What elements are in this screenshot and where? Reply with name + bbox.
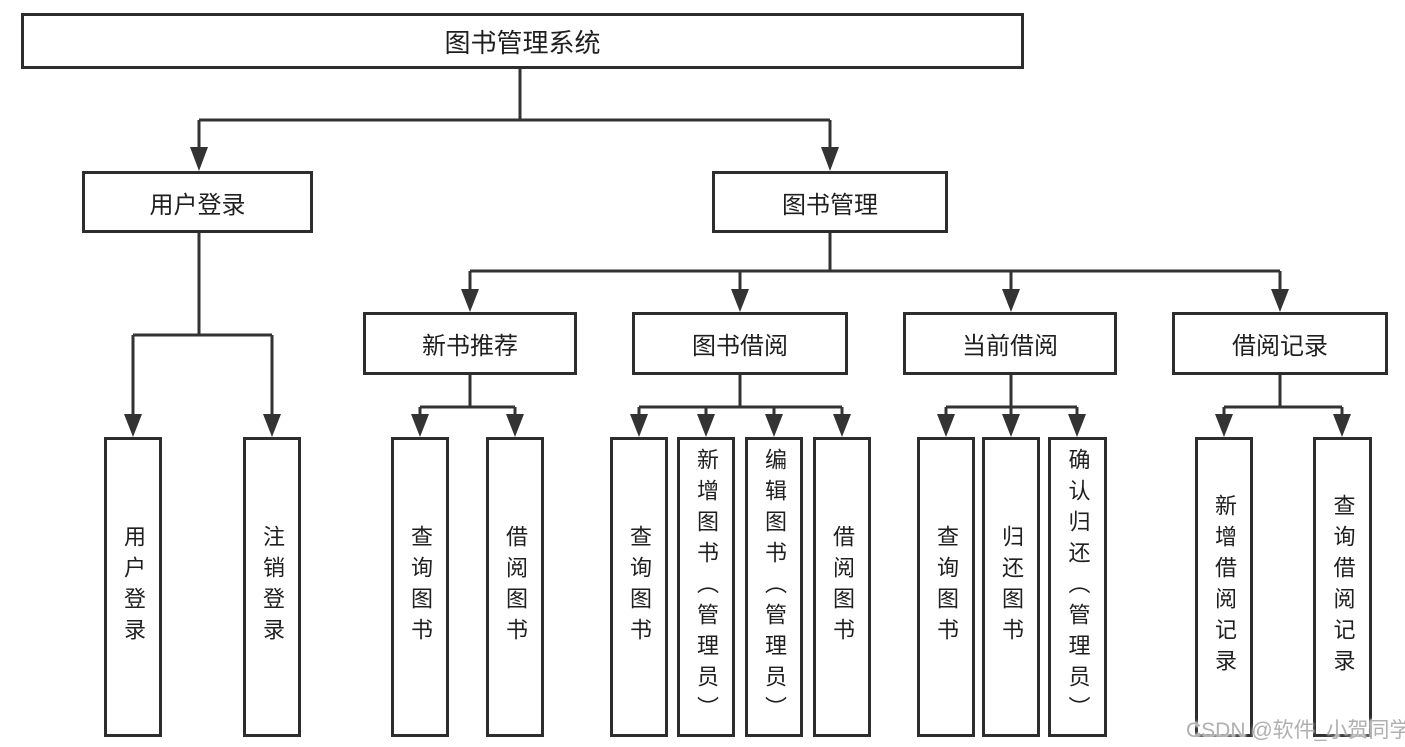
leaf-logout-login-label: 注销登录	[260, 525, 285, 649]
node-book-borrowing-label: 图书借阅	[692, 333, 788, 360]
leaf-query-borrow-record: 查询借阅记录	[1313, 437, 1372, 737]
node-book-borrowing: 图书借阅	[632, 312, 848, 375]
node-book-management-label: 图书管理	[782, 191, 878, 219]
node-new-book-recommendation: 新书推荐	[363, 312, 577, 375]
leaf-query-books-borrowing-label: 查询图书	[627, 525, 652, 649]
leaf-query-books-borrowing: 查询图书	[610, 437, 668, 737]
node-root: 图书管理系统	[21, 13, 1024, 69]
node-new-book-recommendation-label: 新书推荐	[422, 333, 518, 360]
leaf-logout-login: 注销登录	[243, 437, 301, 737]
node-root-label: 图书管理系统	[444, 27, 601, 58]
leaf-borrow-books-recommend-label: 借阅图书	[503, 525, 528, 649]
leaf-add-borrow-record-label: 新增借阅记录	[1212, 494, 1237, 680]
leaf-borrow-books-borrowing-label: 借阅图书	[830, 525, 855, 649]
node-borrowing-records-label: 借阅记录	[1232, 333, 1328, 360]
leaf-confirm-return-admin-label: 确认归还（管理员）	[1065, 447, 1091, 727]
leaf-user-login: 用户登录	[104, 437, 162, 737]
node-book-management: 图书管理	[712, 171, 948, 233]
leaf-add-book-admin: 新增图书（管理员）	[677, 437, 735, 737]
leaf-query-borrow-record-label: 查询借阅记录	[1330, 494, 1356, 680]
leaf-return-books-label: 归还图书	[999, 525, 1024, 649]
leaf-query-books-current-label: 查询图书	[934, 525, 959, 649]
leaf-borrow-books-borrowing: 借阅图书	[813, 437, 871, 737]
leaf-return-books: 归还图书	[982, 437, 1040, 737]
node-user-login: 用户登录	[82, 171, 313, 233]
node-user-login-label: 用户登录	[149, 191, 246, 219]
leaf-user-login-label: 用户登录	[121, 525, 146, 649]
leaf-query-books-current: 查询图书	[917, 437, 975, 737]
leaf-query-books-recommend: 查询图书	[391, 437, 449, 737]
leaf-add-borrow-record: 新增借阅记录	[1195, 437, 1253, 737]
leaf-edit-book-admin-label: 编辑图书（管理员）	[762, 447, 787, 727]
node-borrowing-records: 借阅记录	[1172, 312, 1388, 375]
watermark: CSDN @软件_小贺同学	[1186, 719, 1405, 742]
leaf-edit-book-admin: 编辑图书（管理员）	[745, 437, 803, 737]
leaf-add-book-admin-label: 新增图书（管理员）	[694, 447, 719, 727]
leaf-confirm-return-admin: 确认归还（管理员）	[1048, 437, 1107, 737]
node-current-borrowing: 当前借阅	[903, 312, 1117, 375]
node-current-borrowing-label: 当前借阅	[962, 333, 1058, 360]
leaf-query-books-recommend-label: 查询图书	[408, 525, 433, 649]
leaf-borrow-books-recommend: 借阅图书	[486, 437, 544, 737]
